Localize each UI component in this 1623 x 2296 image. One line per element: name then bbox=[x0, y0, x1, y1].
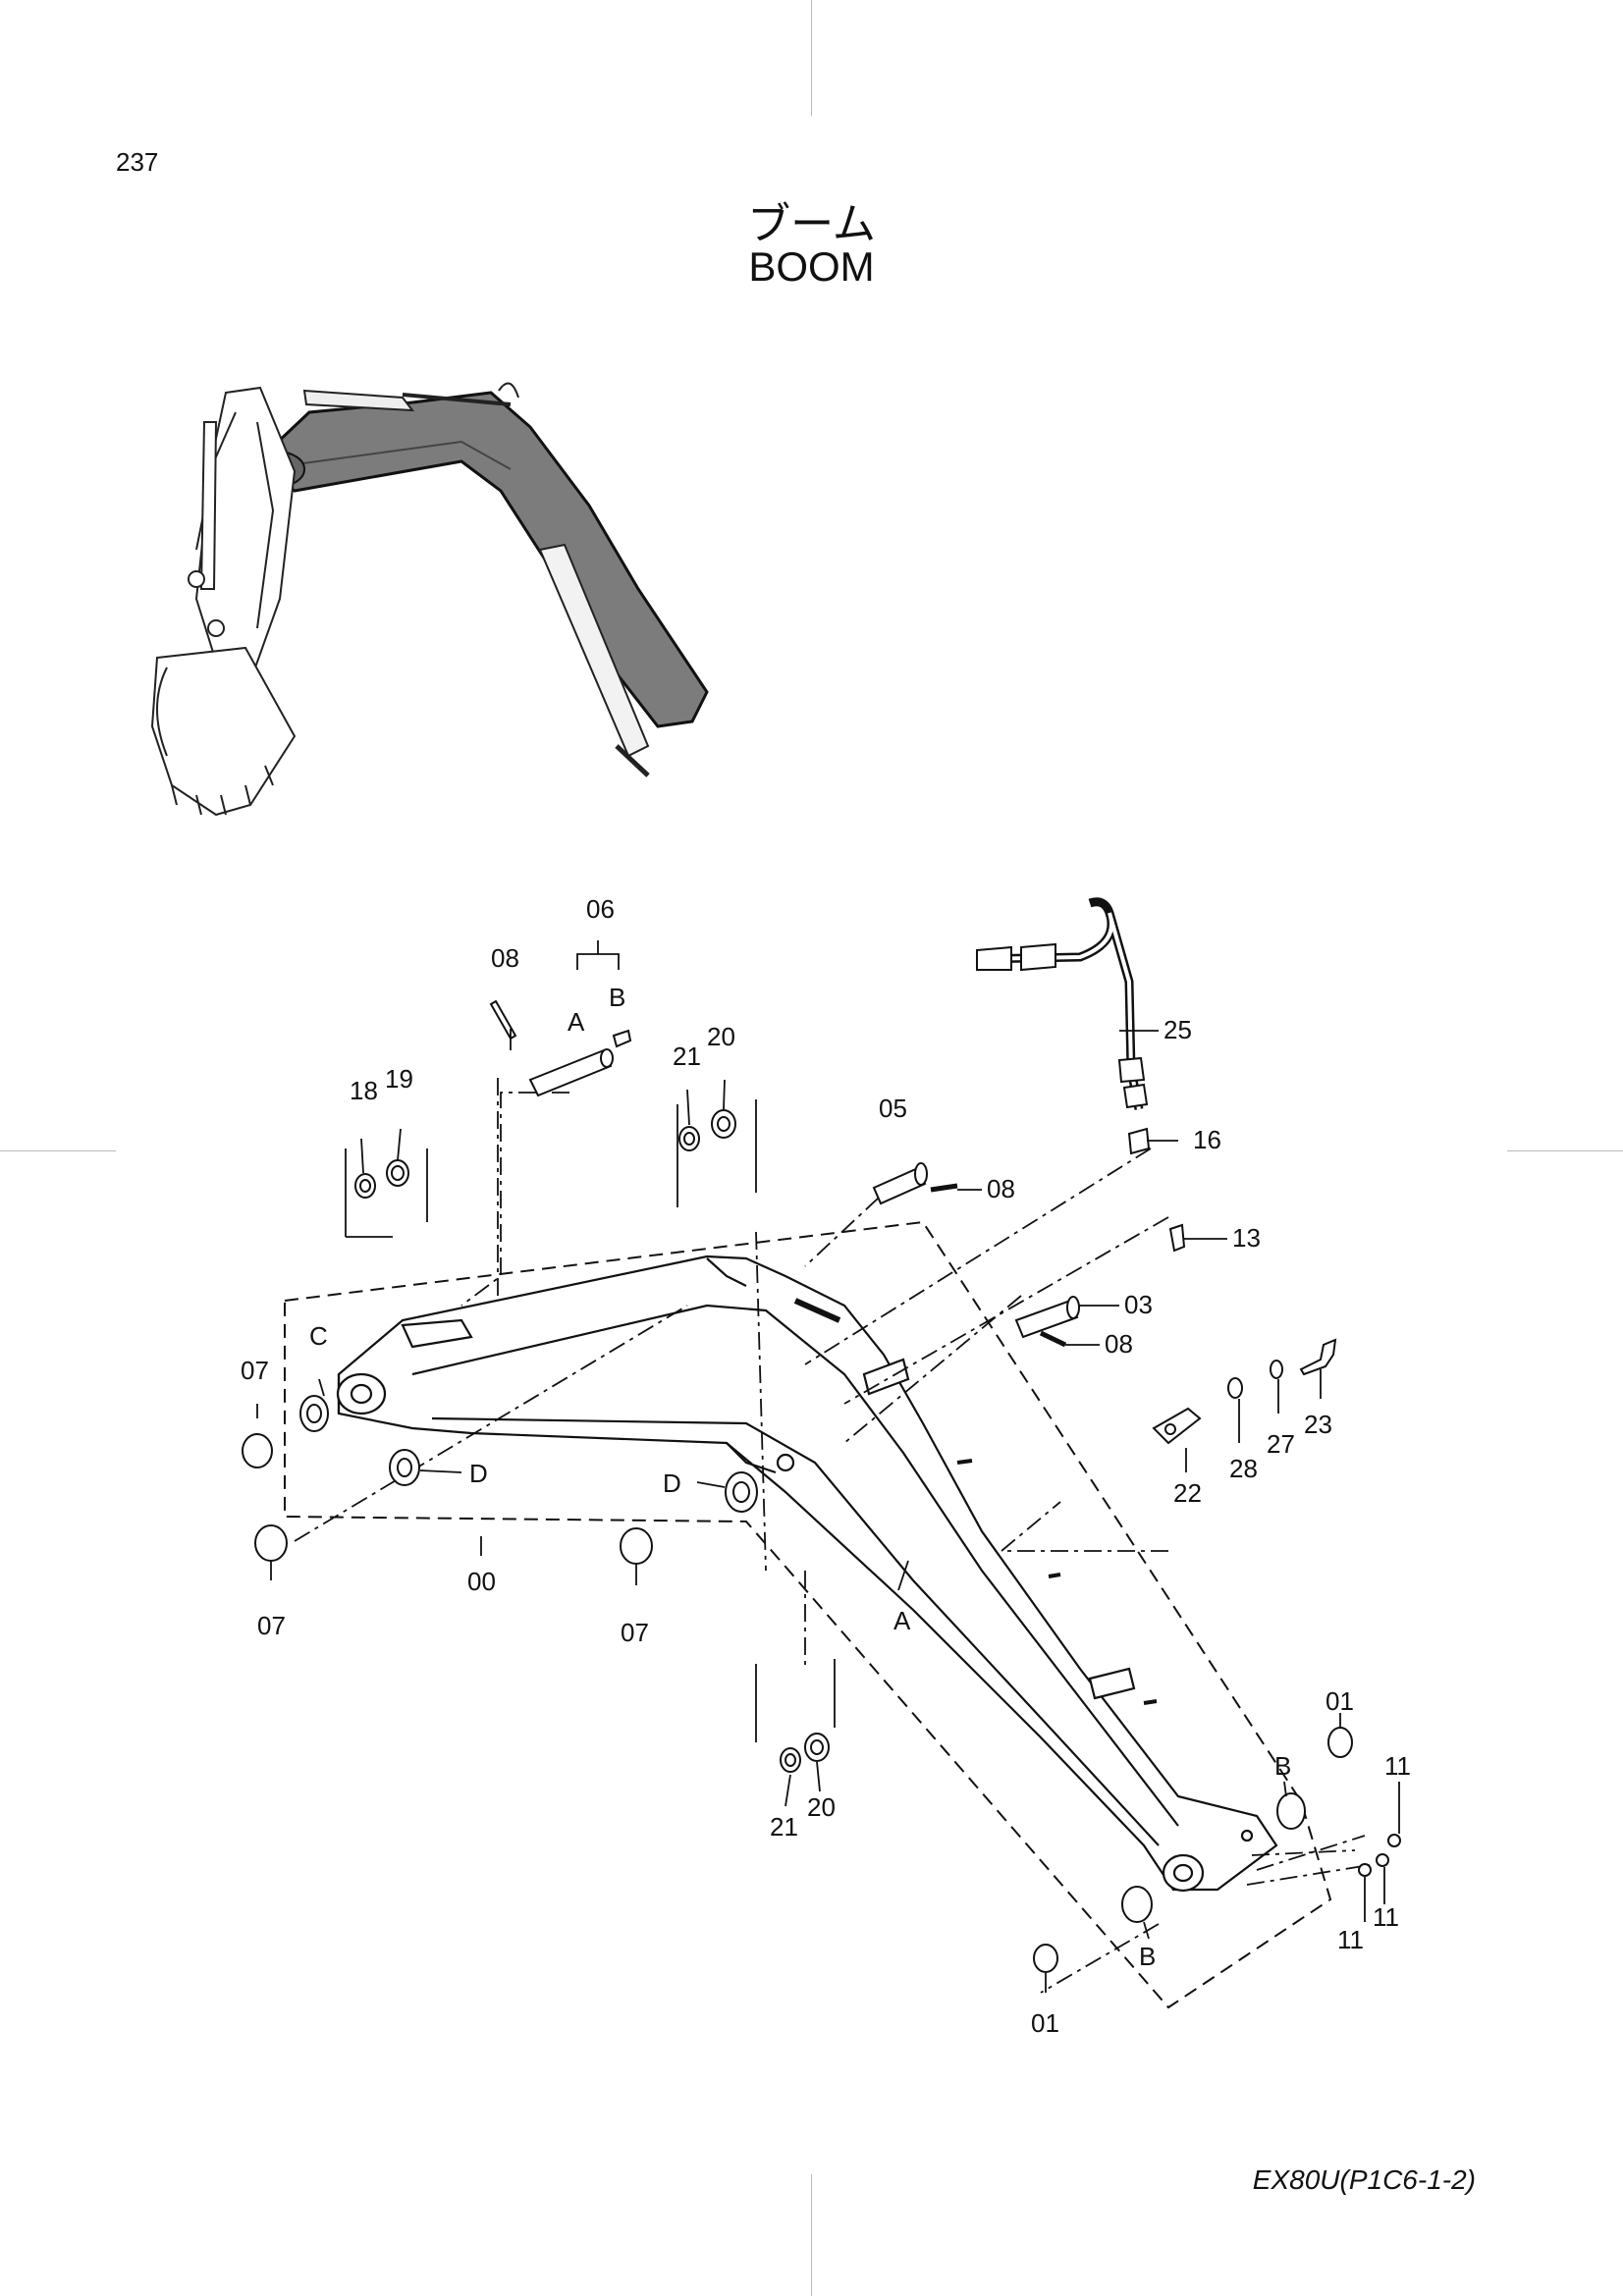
label-d-left: D bbox=[469, 1459, 488, 1488]
parts bbox=[242, 897, 1401, 1973]
callout-08-right: 08 bbox=[1105, 1329, 1133, 1359]
callout-21-bottom: 21 bbox=[770, 1812, 798, 1842]
callout-21-top: 21 bbox=[673, 1041, 701, 1071]
callout-13: 13 bbox=[1232, 1223, 1261, 1253]
callout-01-right: 01 bbox=[1325, 1686, 1354, 1716]
leader-lines bbox=[256, 940, 1400, 1993]
callout-11-mid: 11 bbox=[1373, 1902, 1399, 1932]
crop-mark-right bbox=[1507, 1150, 1623, 1151]
callout-11-bottom: 11 bbox=[1337, 1925, 1364, 1954]
callout-18: 18 bbox=[350, 1076, 378, 1105]
page-number: 237 bbox=[116, 147, 159, 177]
crop-mark-left bbox=[0, 1150, 116, 1151]
callout-05: 05 bbox=[879, 1094, 907, 1123]
callout-23: 23 bbox=[1304, 1410, 1332, 1439]
callout-08-mid: 08 bbox=[987, 1174, 1015, 1203]
callout-28: 28 bbox=[1229, 1454, 1258, 1483]
model-code: EX80U(P1C6-1-2) bbox=[1252, 2164, 1476, 2195]
callout-27: 27 bbox=[1267, 1429, 1295, 1459]
crop-mark-bottom bbox=[811, 2174, 812, 2296]
callout-00: 00 bbox=[467, 1567, 496, 1596]
callout-19: 19 bbox=[385, 1064, 413, 1094]
callout-01-bottom: 01 bbox=[1031, 2008, 1059, 2038]
callout-25: 25 bbox=[1163, 1015, 1192, 1044]
callout-07-lower-left: 07 bbox=[257, 1611, 286, 1640]
callout-03: 03 bbox=[1124, 1290, 1153, 1319]
center-lines bbox=[294, 1078, 1371, 1994]
title-english: BOOM bbox=[748, 243, 875, 290]
overview-illustration bbox=[150, 382, 709, 817]
label-b-top: B bbox=[609, 983, 625, 1012]
callout-22: 22 bbox=[1173, 1478, 1202, 1508]
callout-08-top: 08 bbox=[491, 943, 519, 973]
callout-07-upper: 07 bbox=[241, 1356, 269, 1385]
label-a-boom: A bbox=[893, 1606, 911, 1635]
title-japanese: ブーム bbox=[747, 199, 876, 249]
callout-07-lower-mid: 07 bbox=[621, 1618, 649, 1647]
label-c: C bbox=[309, 1321, 328, 1351]
label-b-right: B bbox=[1274, 1751, 1291, 1781]
label-b-bottom: B bbox=[1139, 1942, 1156, 1971]
callout-11-top: 11 bbox=[1384, 1751, 1411, 1781]
crop-mark-top bbox=[811, 0, 812, 116]
label-a-top: A bbox=[568, 1007, 585, 1037]
assembly-outline bbox=[284, 1220, 1332, 2009]
label-d-right: D bbox=[663, 1468, 681, 1498]
callout-16: 16 bbox=[1193, 1125, 1221, 1154]
callout-20-top: 20 bbox=[707, 1022, 735, 1051]
callout-20-bottom: 20 bbox=[807, 1792, 836, 1822]
callout-06: 06 bbox=[586, 894, 615, 924]
